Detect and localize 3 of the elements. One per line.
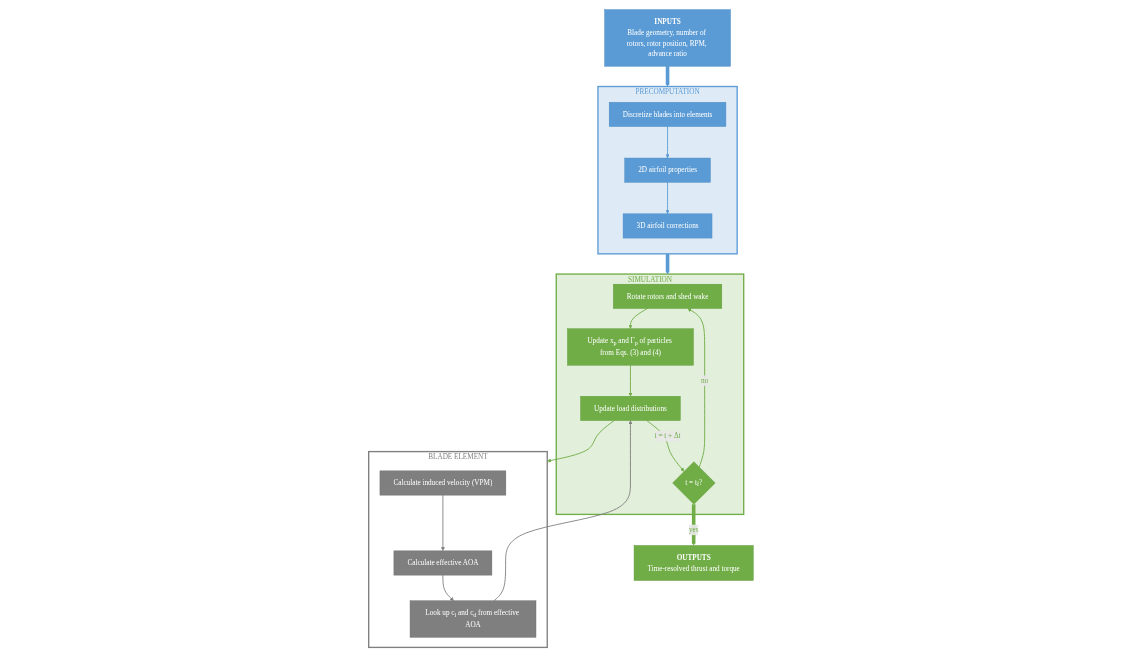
arrow [691, 504, 696, 546]
arrow [665, 66, 670, 87]
arrow [665, 253, 670, 275]
